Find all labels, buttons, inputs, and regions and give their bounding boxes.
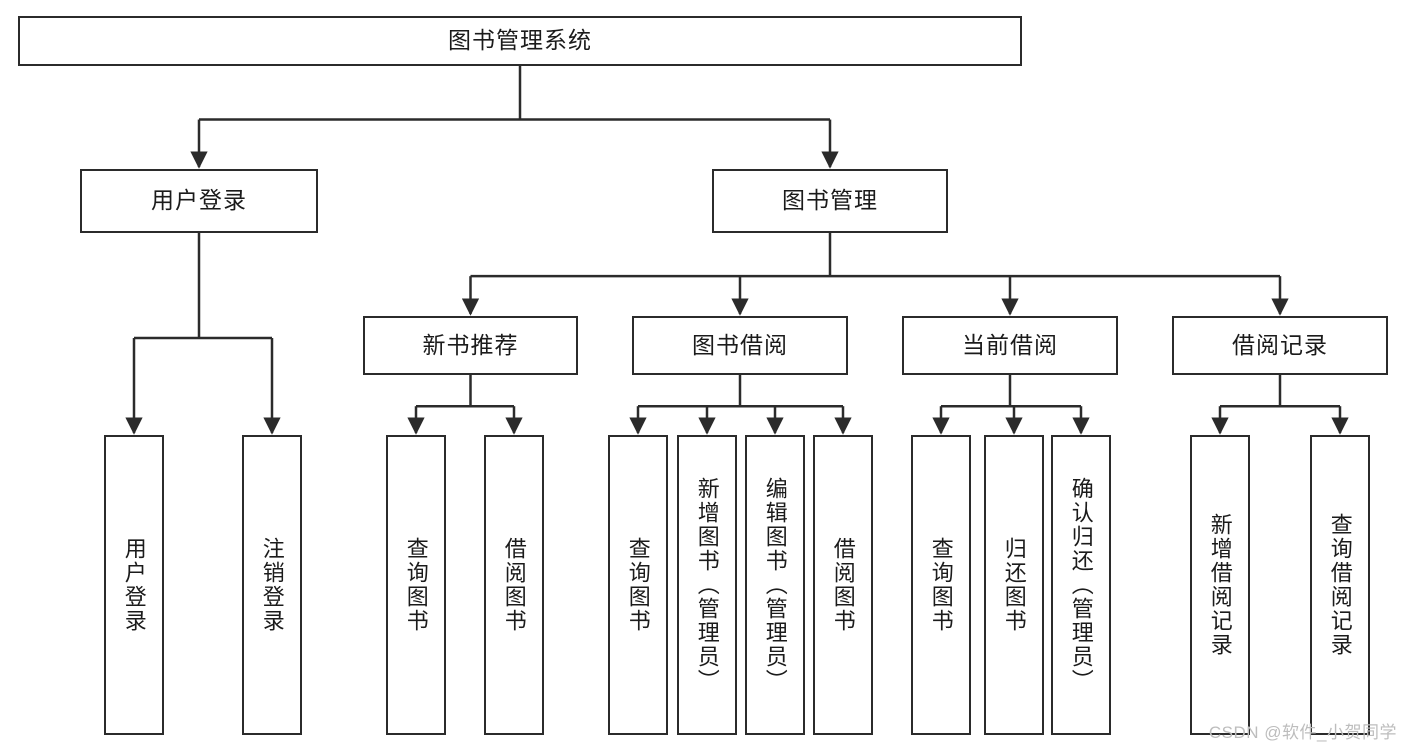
node-records[interactable]: 借阅记录 (1172, 316, 1388, 375)
node-l1[interactable]: 用户登录 (104, 435, 164, 735)
node-l9[interactable]: 查询图书 (911, 435, 971, 735)
node-label: 当前借阅 (962, 331, 1058, 358)
node-label: 用户登录 (151, 187, 247, 214)
csdn-watermark: CSDN @软件_小贺同学 (1208, 723, 1397, 742)
node-login[interactable]: 用户登录 (80, 169, 318, 233)
node-label: 新增借阅记录 (1207, 513, 1233, 657)
node-borrow[interactable]: 图书借阅 (632, 316, 848, 375)
node-label: 查询图书 (928, 537, 954, 633)
node-current[interactable]: 当前借阅 (902, 316, 1118, 375)
node-bookmgmt[interactable]: 图书管理 (712, 169, 948, 233)
node-label: 查询借阅记录 (1327, 513, 1353, 657)
node-label: 归还图书 (1001, 537, 1027, 633)
node-label: 借阅图书 (830, 537, 856, 633)
node-label: 确认归还（管理员） (1068, 477, 1094, 693)
node-label: 查询图书 (403, 537, 429, 633)
node-label: 新增图书（管理员） (694, 477, 720, 693)
node-l8[interactable]: 借阅图书 (813, 435, 873, 735)
node-label: 图书管理 (782, 187, 878, 214)
node-l11[interactable]: 确认归还（管理员） (1051, 435, 1111, 735)
node-label: 编辑图书（管理员） (762, 477, 788, 693)
node-l3[interactable]: 查询图书 (386, 435, 446, 735)
node-l12[interactable]: 新增借阅记录 (1190, 435, 1250, 735)
node-l4[interactable]: 借阅图书 (484, 435, 544, 735)
node-label: 注销登录 (259, 537, 285, 633)
node-newbook[interactable]: 新书推荐 (363, 316, 578, 375)
node-l5[interactable]: 查询图书 (608, 435, 668, 735)
node-label: 借阅图书 (501, 537, 527, 633)
node-l10[interactable]: 归还图书 (984, 435, 1044, 735)
node-label: 图书管理系统 (448, 27, 592, 54)
node-root[interactable]: 图书管理系统 (18, 16, 1022, 66)
node-label: 新书推荐 (422, 331, 519, 358)
node-label: 查询图书 (625, 537, 651, 633)
node-l13[interactable]: 查询借阅记录 (1310, 435, 1370, 735)
node-l7[interactable]: 编辑图书（管理员） (745, 435, 805, 735)
node-label: 图书借阅 (692, 331, 788, 358)
node-label: 用户登录 (121, 537, 147, 633)
node-l2[interactable]: 注销登录 (242, 435, 302, 735)
node-l6[interactable]: 新增图书（管理员） (677, 435, 737, 735)
node-label: 借阅记录 (1232, 331, 1328, 358)
